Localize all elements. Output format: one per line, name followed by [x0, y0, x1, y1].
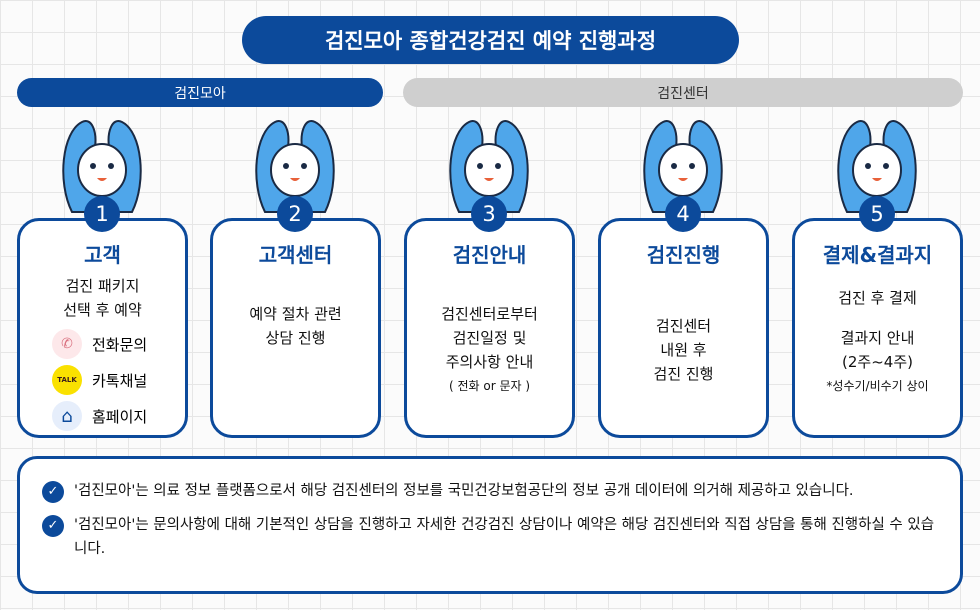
step-title: 결제&결과지	[822, 243, 933, 267]
mascot-illustration	[434, 112, 544, 220]
contact-phone[interactable]: ✆ 전화문의	[52, 328, 185, 360]
step-card-2: 고객센터 예약 절차 관련 상담 진행	[210, 218, 381, 438]
phase-geomjinmoa: 검진모아	[17, 78, 383, 107]
home-icon: ⌂	[52, 401, 82, 431]
contact-label: 홈페이지	[92, 407, 148, 426]
notice-item: ✓ '검진모아'는 의료 정보 플랫폼으로서 해당 검진센터의 정보를 국민건강보…	[42, 479, 940, 503]
body-line: 검진센터	[655, 317, 712, 335]
body-line: 검진 패키지	[65, 277, 140, 295]
body-line: 선택 후 예약	[63, 301, 142, 319]
page-title: 검진모아 종합건강검진 예약 진행과정	[242, 16, 739, 64]
mascot-illustration	[240, 112, 350, 220]
contact-label: 전화문의	[92, 335, 148, 354]
notice-box: ✓ '검진모아'는 의료 정보 플랫폼으로서 해당 검진센터의 정보를 국민건강보…	[17, 456, 963, 594]
contact-kakao[interactable]: TALK 카톡채널	[52, 364, 185, 396]
step-badge: 1	[84, 196, 120, 232]
body-line: 검진일정 및	[452, 329, 527, 347]
step-badge: 2	[277, 196, 313, 232]
step-badge: 4	[665, 196, 701, 232]
phone-icon: ✆	[52, 329, 82, 359]
body-note: *성수기/비수기 상이	[826, 379, 929, 393]
check-icon: ✓	[42, 481, 64, 503]
phase-center: 검진센터	[403, 78, 963, 107]
step-title: 고객	[84, 243, 121, 267]
body-line: 검진 진행	[653, 365, 714, 383]
body-line: 내원 후	[660, 341, 707, 359]
body-line: 검진센터로부터	[441, 305, 538, 323]
step-card-3: 검진안내 검진센터로부터 검진일정 및 주의사항 안내 ( 전화 or 문자 )	[404, 218, 575, 438]
mascot-illustration	[822, 112, 932, 220]
body-line: 결과지 안내	[840, 329, 915, 347]
step-title: 고객센터	[258, 243, 333, 267]
step-title: 검진진행	[646, 243, 721, 267]
contact-label: 카톡채널	[92, 371, 148, 390]
check-icon: ✓	[42, 515, 64, 537]
step-card-1: 고객 검진 패키지 선택 후 예약 ✆ 전화문의 TALK 카톡채널 ⌂ 홈페이지	[17, 218, 188, 438]
notice-text: '검진모아'는 문의사항에 대해 기본적인 상담을 진행하고 자세한 건강검진 …	[74, 517, 935, 557]
kakaotalk-icon: TALK	[52, 365, 82, 395]
step-badge: 5	[859, 196, 895, 232]
step-card-5: 결제&결과지 검진 후 결제 결과지 안내 (2주~4주) *성수기/비수기 상…	[792, 218, 963, 438]
body-line: (2주~4주)	[842, 353, 913, 371]
body-line: 검진 후 결제	[838, 289, 917, 307]
step-badge: 3	[471, 196, 507, 232]
body-note: ( 전화 or 문자 )	[448, 379, 531, 393]
body-line: 예약 절차 관련	[249, 305, 342, 323]
notice-text: '검진모아'는 의료 정보 플랫폼으로서 해당 검진센터의 정보를 국민건강보험…	[74, 483, 854, 499]
step-title: 검진안내	[452, 243, 527, 267]
mascot-illustration	[47, 112, 157, 220]
body-line: 상담 진행	[265, 329, 326, 347]
mascot-illustration	[628, 112, 738, 220]
step-card-4: 검진진행 검진센터 내원 후 검진 진행	[598, 218, 769, 438]
notice-item: ✓ '검진모아'는 문의사항에 대해 기본적인 상담을 진행하고 자세한 건강검진…	[42, 513, 940, 561]
body-line: 주의사항 안내	[445, 353, 534, 371]
step-body: 검진 패키지 선택 후 예약	[20, 274, 185, 322]
contact-homepage[interactable]: ⌂ 홈페이지	[52, 400, 185, 432]
